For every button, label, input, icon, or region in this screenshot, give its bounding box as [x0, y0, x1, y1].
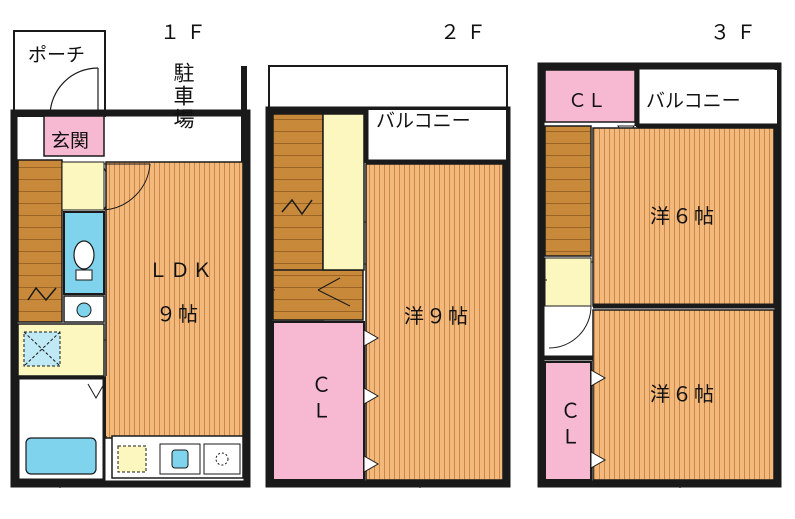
- entrance: [43, 115, 105, 157]
- ldk-label: ＬＤＫ: [148, 258, 214, 282]
- closet-top-3f: [544, 69, 636, 123]
- ldk-room: [105, 161, 244, 439]
- closet-top-3f-label: ＣＬ: [568, 90, 607, 112]
- western-room-lower-3f: [592, 309, 775, 481]
- porch: [13, 30, 106, 117]
- parking-label: 駐車場: [171, 62, 195, 131]
- western-room-upper-3f: [592, 127, 775, 307]
- balcony-3f-label: バルコニー: [646, 90, 741, 112]
- western-room-lower-3f-label: 洋６帖: [650, 382, 716, 406]
- western-room-upper-3f-label: 洋６帖: [650, 204, 716, 228]
- floor-3: [537, 62, 782, 488]
- floor-1-outline: [10, 109, 251, 488]
- floor-1-title: １Ｆ: [160, 20, 212, 44]
- floor-3-title: ３Ｆ: [710, 20, 762, 44]
- closet-lower-3f: [544, 361, 592, 481]
- closet-lower-3f-label: ＣＬ: [557, 400, 581, 452]
- stairs-3f: [544, 125, 592, 257]
- floor-1: [10, 30, 251, 488]
- ldk-size-label: ９帖: [156, 302, 200, 326]
- entrance-label: 玄関: [51, 130, 90, 152]
- western-room-2f: [365, 163, 504, 481]
- porch-label: ポーチ: [28, 44, 86, 66]
- balcony-2f-label: バルコニー: [376, 110, 471, 132]
- stairs-1f: [17, 159, 63, 323]
- closet-2f-label: ＣＬ: [308, 374, 332, 426]
- western-room-2f-label: 洋９帖: [404, 304, 470, 328]
- floor-2: [265, 65, 511, 488]
- floor-3-outline: [537, 62, 782, 488]
- floor-2-title: ２Ｆ: [440, 20, 492, 44]
